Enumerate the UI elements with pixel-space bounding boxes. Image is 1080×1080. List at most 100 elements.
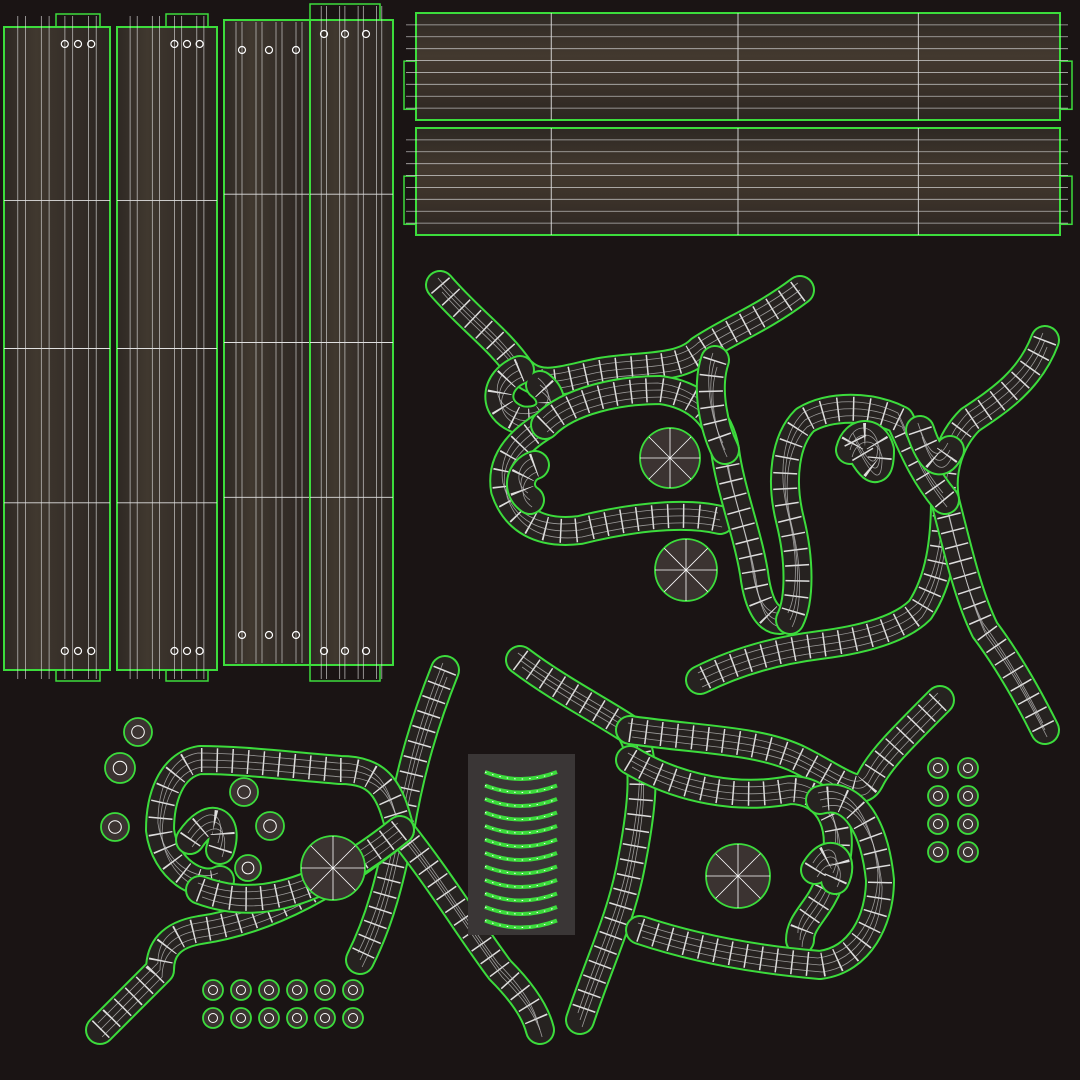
horizontal-plank — [403, 127, 1073, 236]
small-islands — [100, 427, 979, 1029]
vertex-cluster — [195, 646, 204, 656]
strand-edgeline — [187, 814, 221, 844]
strand-edgeline — [498, 369, 551, 422]
disc-outline — [927, 841, 949, 863]
strand-edgeline — [701, 506, 948, 688]
strand-edgeline — [517, 652, 640, 1014]
strand-edgeline — [501, 417, 718, 525]
strand-edgeline — [710, 359, 726, 451]
strand-edgeline — [201, 836, 403, 907]
vertex-cluster — [73, 646, 83, 656]
spring-arc — [484, 770, 558, 781]
edge-line — [112, 760, 128, 776]
strand-edgeline — [627, 692, 939, 782]
strand-edgeline — [722, 442, 778, 614]
round-island — [258, 979, 280, 1001]
ornament-strand — [800, 842, 854, 895]
round-island — [957, 813, 979, 835]
vertex-cluster — [182, 646, 192, 656]
strand-edgeline — [522, 471, 538, 508]
disc-outline — [234, 854, 262, 882]
ornament-strand — [185, 815, 415, 914]
vertex-cluster — [73, 39, 83, 49]
vertex-cluster — [170, 646, 179, 656]
edge-line — [348, 1013, 358, 1023]
edge-line — [241, 861, 255, 875]
strand-edgeline — [849, 434, 881, 469]
round-island — [104, 752, 136, 784]
vertex-cluster — [361, 646, 371, 656]
edge-line — [933, 847, 943, 857]
ornament-strand — [615, 685, 955, 804]
round-island — [202, 1007, 224, 1029]
spring-arc — [484, 864, 558, 876]
strand-edgeline — [441, 291, 803, 390]
edge-line — [963, 847, 973, 857]
round-island — [705, 843, 771, 909]
ornament-strand — [685, 485, 960, 695]
disc-outline — [957, 757, 979, 779]
strand-edgeline — [191, 828, 226, 858]
round-island — [927, 841, 949, 863]
round-island — [229, 777, 259, 807]
round-island — [639, 427, 701, 489]
strand-edgeline — [639, 798, 881, 966]
round-island — [342, 1007, 364, 1029]
ornament-strand — [385, 815, 555, 1045]
vertex-cluster — [340, 29, 350, 39]
spring-arc — [484, 905, 558, 916]
ornament-strand — [489, 410, 735, 546]
ornament-strand — [175, 807, 238, 865]
disc-outline — [202, 979, 224, 1001]
vertex-cluster — [87, 646, 96, 656]
edge-line — [208, 985, 218, 995]
strand-edgeline — [816, 863, 841, 888]
edge-line — [310, 845, 356, 891]
disc-outline — [123, 717, 153, 747]
strand-edgeline — [637, 791, 879, 959]
disc-outline — [286, 979, 308, 1001]
strand-edgeline — [847, 427, 879, 462]
ornament-islands — [85, 270, 1060, 1045]
vertex-cluster — [291, 630, 301, 640]
vertex-cluster — [291, 45, 301, 55]
strand-edgeline — [519, 659, 642, 1021]
edge-line — [933, 763, 943, 773]
spring-arc — [484, 824, 558, 835]
vertex-cluster — [340, 646, 350, 656]
spring-arc — [484, 918, 558, 930]
strand-edgeline — [159, 759, 401, 883]
spring-arc — [484, 783, 558, 795]
round-island — [342, 979, 364, 1001]
strand-edgeline — [919, 429, 951, 461]
disc-outline — [927, 813, 949, 835]
strand-edgeline — [708, 352, 724, 444]
strand-edgeline — [437, 277, 799, 376]
vertex-cluster — [60, 39, 69, 49]
vertex-cluster — [195, 39, 204, 49]
disc-outline — [957, 841, 979, 863]
ornament-strand — [625, 783, 895, 980]
edge-line — [108, 820, 122, 834]
edge-line — [237, 785, 251, 799]
round-island — [255, 811, 285, 841]
edge-line — [933, 791, 943, 801]
vertex-cluster — [170, 39, 179, 49]
disc-outline — [229, 777, 259, 807]
round-island — [957, 757, 979, 779]
strand-edgeline — [399, 829, 541, 1031]
edge-line — [963, 819, 973, 829]
strand-edgeline — [812, 849, 837, 874]
edge-line — [131, 725, 145, 739]
strand-edgeline — [518, 457, 534, 494]
vertex-cluster — [264, 630, 274, 640]
strand-edgeline — [199, 829, 401, 900]
vertex-cluster — [237, 630, 247, 640]
round-island — [314, 979, 336, 1001]
vertical-plank — [223, 19, 315, 666]
round-island — [258, 1007, 280, 1029]
disc-outline — [286, 1007, 308, 1029]
strand-edgeline — [629, 699, 941, 789]
vertex-cluster — [319, 29, 329, 39]
vertex-cluster — [182, 39, 192, 49]
